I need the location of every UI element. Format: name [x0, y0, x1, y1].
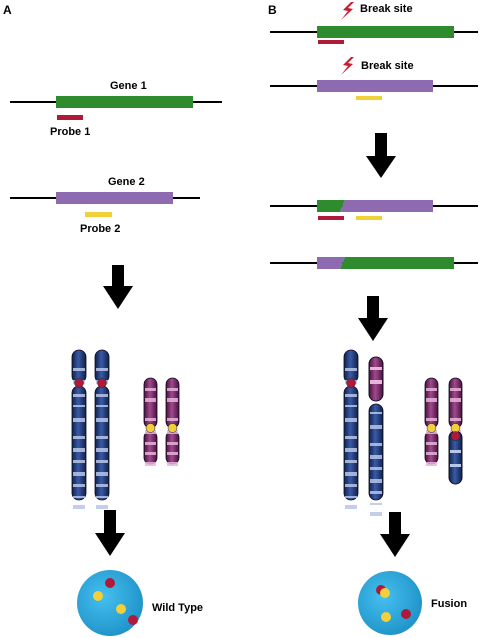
red-signal: [105, 578, 115, 588]
probe1-bar: [318, 216, 344, 220]
yellow-signal: [116, 604, 126, 614]
fusion-signal-yellow: [380, 588, 390, 598]
down-arrow-icon: [366, 133, 396, 178]
chromosome-purple-2: [165, 377, 180, 466]
red-signal: [74, 378, 84, 388]
probe1-bar: [318, 40, 344, 44]
fusion-label: Fusion: [431, 598, 467, 610]
probe1-label: Probe 1: [50, 126, 90, 138]
yellow-signal: [450, 423, 461, 433]
chromosome-pair-b-purple: [424, 377, 463, 485]
yellow-signal: [381, 612, 391, 622]
fusion-gene-2: [270, 257, 478, 269]
yellow-signal: [167, 423, 178, 433]
red-signal: [346, 378, 356, 388]
gene2-bar: [56, 192, 173, 204]
probe2-label: Probe 2: [80, 223, 120, 235]
break-site-label-1: Break site: [360, 3, 413, 15]
gene1-break-construct: Break site: [270, 2, 478, 44]
gene1-construct: Gene 1 Probe 1: [10, 80, 222, 138]
down-arrow-icon: [380, 512, 410, 557]
wild-type-label: Wild Type: [152, 602, 203, 614]
down-arrow-icon: [95, 510, 125, 556]
panel-b-letter: B: [268, 3, 277, 17]
lightning-bolt-icon: [341, 2, 354, 20]
break-site-label-2: Break site: [361, 60, 414, 72]
gene1-label: Gene 1: [110, 80, 147, 92]
gene2-construct: Gene 2 Probe 2: [10, 176, 200, 235]
chromosome-purple-normal: [424, 377, 439, 466]
chromosome-derivative-1: [368, 356, 384, 516]
red-signal: [450, 431, 461, 441]
chromosome-blue-normal: [343, 349, 359, 509]
probe2-bar: [356, 96, 382, 100]
down-arrow-icon: [358, 296, 388, 341]
red-signal: [128, 615, 138, 625]
nucleus-fusion: [358, 571, 422, 635]
chromosome-pair-b-blue: [343, 349, 384, 516]
chromosome-derivative-2: [448, 377, 463, 485]
probe1-bar: [57, 115, 83, 120]
down-arrow-icon: [103, 265, 133, 309]
yellow-signal: [426, 423, 437, 433]
chromosome-pair-a-blue: [71, 349, 110, 509]
gene2-break-construct: Break site: [270, 57, 478, 100]
chromosome-blue-1: [71, 349, 87, 509]
yellow-signal: [145, 423, 156, 433]
chromosome-blue-2: [94, 349, 110, 509]
fusion-gene-1: [270, 200, 478, 220]
nucleus-wild-type: [77, 570, 143, 636]
red-signal: [401, 609, 411, 619]
lightning-bolt-icon: [341, 57, 354, 75]
chromosome-purple-1: [143, 377, 158, 466]
yellow-signal: [93, 591, 103, 601]
probe2-bar: [356, 216, 382, 220]
chromosome-pair-a-purple: [143, 377, 180, 466]
gene2-label: Gene 2: [108, 176, 145, 188]
gene1-bar: [56, 96, 193, 108]
probe2-bar: [85, 212, 112, 217]
panel-a-letter: A: [3, 3, 12, 17]
red-signal: [97, 378, 107, 388]
